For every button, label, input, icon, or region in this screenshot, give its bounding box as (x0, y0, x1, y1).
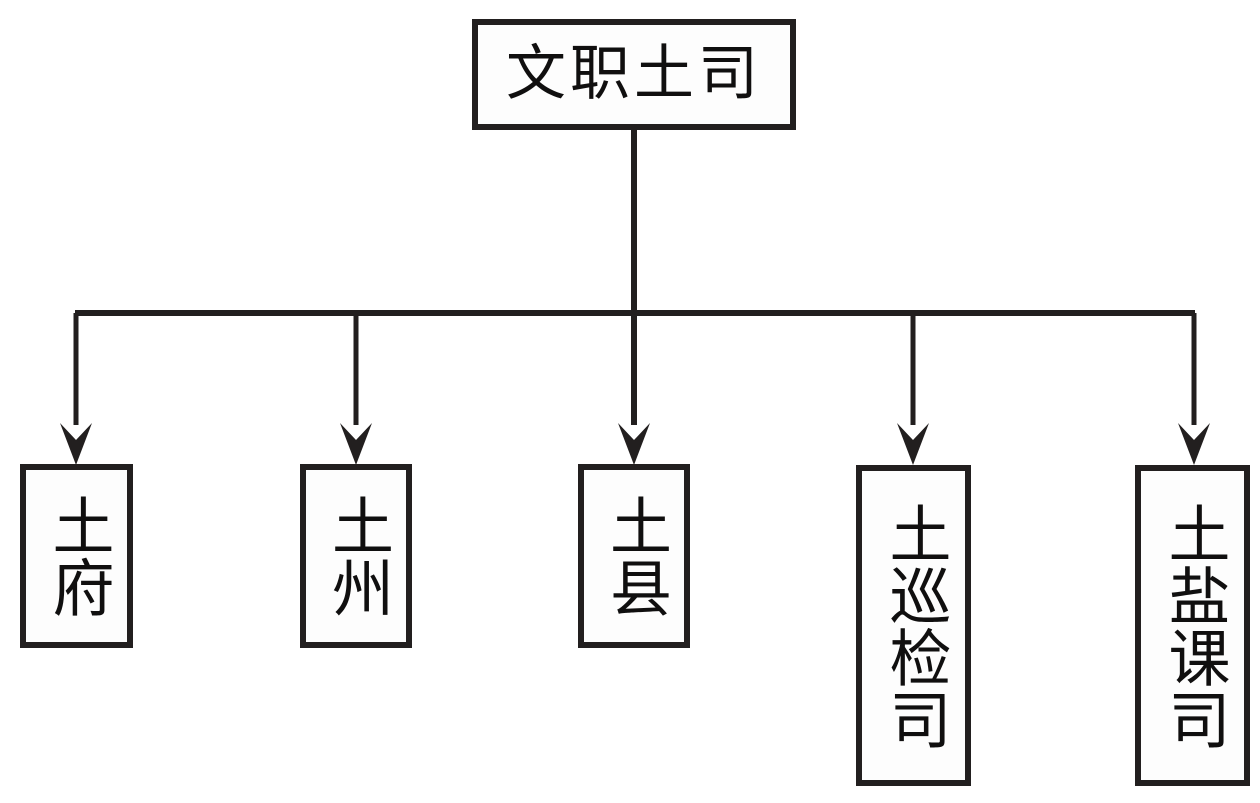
node-child-2-label: 土州 (322, 494, 390, 618)
root-stem-line (631, 130, 637, 316)
connector-to-child-1 (60, 313, 92, 465)
node-child-1[interactable]: 土府 (20, 464, 133, 648)
node-child-4[interactable]: 土巡检司 (856, 465, 971, 786)
node-child-2[interactable]: 土州 (300, 464, 412, 648)
node-root-label: 文职土司 (506, 40, 762, 107)
connector-to-child-4 (897, 313, 929, 465)
node-child-1-label: 土府 (42, 494, 111, 618)
horizontal-bus-line (75, 310, 1195, 316)
node-child-3-label: 土县 (600, 494, 668, 618)
node-child-5-label: 土盐课司 (1158, 501, 1227, 750)
node-child-3[interactable]: 土县 (578, 464, 690, 648)
connector-to-child-3 (618, 313, 650, 465)
node-root[interactable]: 文职土司 (472, 19, 796, 130)
connector-to-child-5 (1178, 313, 1210, 465)
connector-to-child-2 (340, 313, 372, 465)
node-child-5[interactable]: 土盐课司 (1135, 465, 1250, 786)
node-child-4-label: 土巡检司 (879, 501, 948, 750)
